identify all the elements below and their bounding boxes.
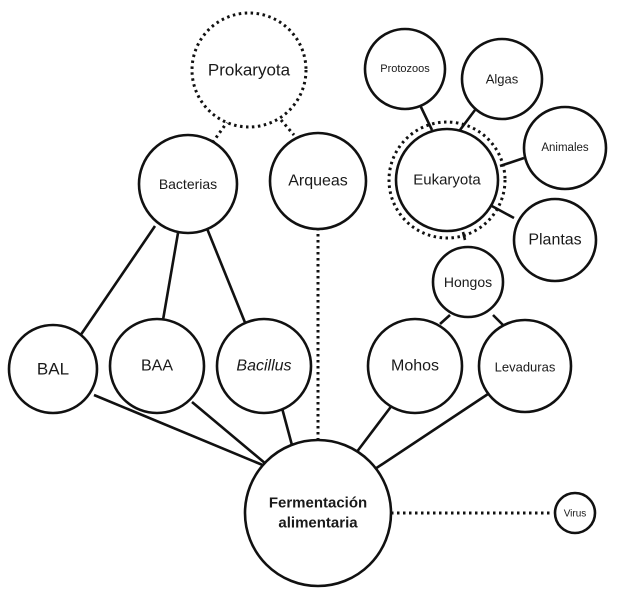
edge-algas-eukaryota [458, 109, 477, 131]
bal-label: BAL [37, 360, 69, 379]
fermentacion-label-line2: alimentaria [278, 515, 358, 532]
mohos-node [366, 317, 464, 415]
arqueas-node [268, 131, 368, 231]
plantas-node [512, 197, 598, 283]
eukaryota-outer-ring [387, 120, 507, 240]
fermentacion-node [243, 438, 393, 588]
edge-prokaryota-arqueas [279, 119, 296, 136]
edge-prokaryota-bacterias [211, 120, 230, 143]
bacillus-node [215, 317, 313, 415]
animales-label: Animales [541, 142, 589, 154]
protozoos-node [363, 27, 447, 111]
bacterias-node [137, 133, 239, 235]
fermentacion-label-line1: Fermentación [269, 495, 367, 512]
hongos-node [431, 245, 505, 319]
bacillus-label: Bacillus [236, 358, 291, 375]
animales-node [522, 105, 608, 191]
baa-node [108, 317, 206, 415]
edge-hongos-mohos [439, 314, 451, 325]
virus-node [553, 491, 597, 535]
mohos-label: Mohos [391, 358, 439, 375]
prokaryota-label: Prokaryota [208, 61, 291, 80]
algas-label: Algas [486, 72, 519, 87]
algas-node [460, 37, 544, 121]
edge-bacterias-bal [78, 225, 157, 337]
edge-levaduras-fermentacion [371, 392, 489, 473]
levaduras-label: Levaduras [495, 360, 556, 375]
eukaryota-node [394, 127, 500, 233]
hongos-label: Hongos [444, 274, 492, 290]
baa-label: BAA [141, 358, 173, 375]
edge-bal-fermentacion [93, 393, 266, 468]
edge-bacterias-baa [161, 232, 180, 321]
edge-bacterias-bacillus [204, 225, 248, 326]
protozoos-label: Protozoos [380, 63, 430, 75]
edge-baa-fermentacion [191, 401, 267, 465]
edge-mohos-fermentacion [354, 403, 395, 454]
arqueas-label: Arqueas [288, 173, 348, 190]
bacterias-label: Bacterias [159, 176, 217, 192]
edge-plantas-eukaryota [489, 203, 515, 220]
plantas-label: Plantas [528, 232, 581, 249]
levaduras-node [477, 318, 573, 414]
bal-node [7, 323, 99, 415]
prokaryota-node [190, 11, 308, 129]
edge-protozoos-eukaryota [418, 104, 434, 131]
edge-bacillus-fermentacion [280, 407, 295, 450]
eukaryota-label: Eukaryota [413, 172, 481, 189]
virus-label: Virus [564, 509, 587, 520]
